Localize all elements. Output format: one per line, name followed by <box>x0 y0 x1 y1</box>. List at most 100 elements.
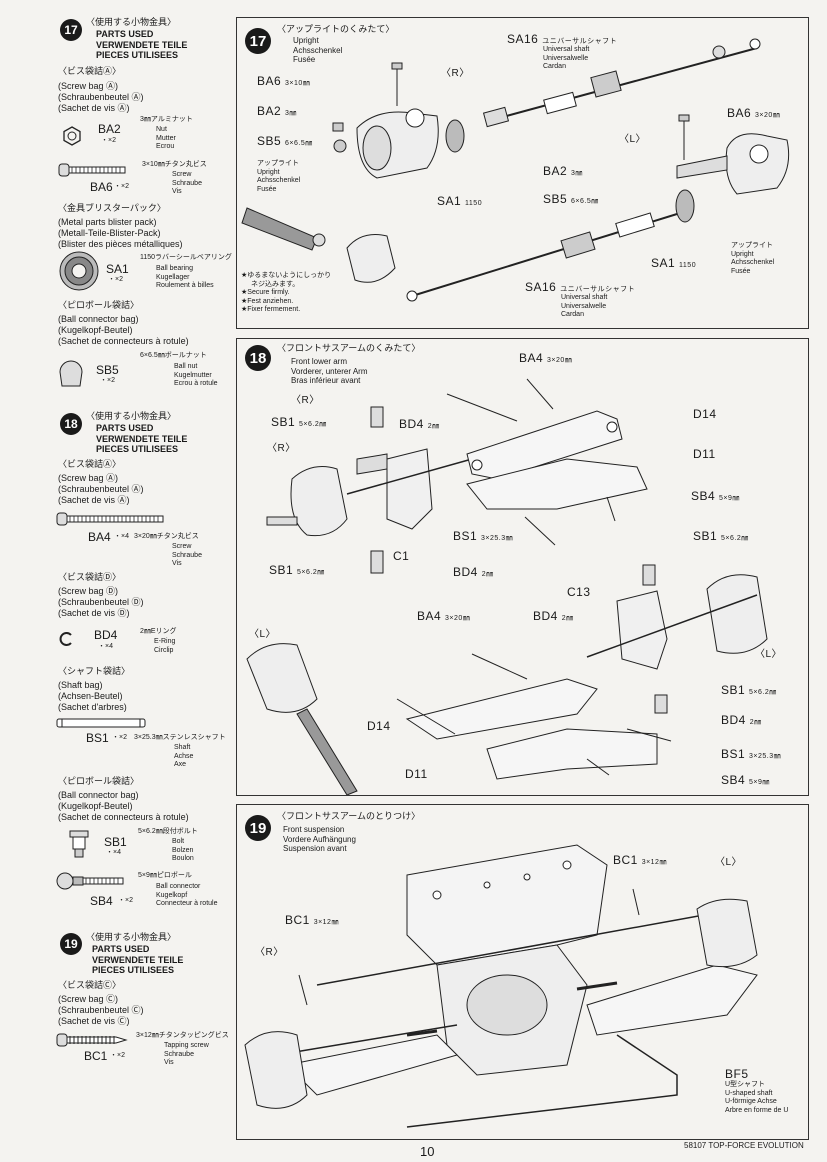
label-bc1-r: BC1 3×12㎜ <box>285 913 339 927</box>
label-bd4: BD4 2㎜ <box>399 417 440 431</box>
label-bs1-l: BS1 3×25.3㎜ <box>721 747 782 761</box>
label-sa16-l: SA16 ユニバーサルシャフト <box>525 280 636 294</box>
part-ba4-code: BA4 <box>88 530 111 544</box>
label-l: 〈L〉 <box>715 857 743 868</box>
part-sb5-code: SB5 <box>96 363 119 377</box>
label-ba6: BA6 3×10㎜ <box>257 74 311 88</box>
part-sb1-qty: ・×4 <box>106 849 121 856</box>
long-screw-icon <box>56 511 166 527</box>
label-sb1-l: SB1 5×6.2㎜ <box>693 529 749 543</box>
part-ba2-code: BA2 <box>98 122 121 136</box>
label-d11: D11 <box>693 447 716 461</box>
step-19-badge: 19 <box>60 933 82 955</box>
screw-bag-a-label: 〈ビス袋詰Ⓐ〉 (Screw bag Ⓐ) (Schraubenbeutel Ⓐ… <box>58 66 144 113</box>
part-bc1-qty: ・×2 <box>110 1052 125 1059</box>
part-sa1-code: SA1 <box>106 262 129 276</box>
part-sa1-qty: ・×2 <box>108 276 123 283</box>
step-19-number: 19 <box>245 815 271 841</box>
label-d11-l: D11 <box>405 767 428 781</box>
label-sa1-r: SA1 1150 <box>437 194 483 208</box>
label-ba2: BA2 3㎜ <box>257 104 297 118</box>
label-r: 〈R〉 <box>267 443 296 454</box>
step-18-badge: 18 <box>60 413 82 435</box>
part-sb5-qty: ・×2 <box>100 377 115 384</box>
label-r: 〈R〉 <box>255 947 284 958</box>
label-l: 〈L〉 <box>249 629 277 640</box>
label-sb1-r2: SB1 5×6.2㎜ <box>269 563 325 577</box>
part-bd4-qty: ・×4 <box>98 643 113 650</box>
part-bd4-jp: 2㎜Eリング <box>140 628 177 635</box>
label-sb4: SB4 5×9㎜ <box>691 489 740 503</box>
part-ba4-jp: 3×20㎜チタン丸ビス <box>134 533 199 540</box>
part-ba6-jp: 3×10㎜チタン丸ビス <box>142 161 207 168</box>
ball-connector-bag-label: 〈ピロボール袋詰〉 (Ball connector bag) (Kugelkop… <box>58 300 189 346</box>
shaft-icon <box>56 716 148 730</box>
part-bs1-code: BS1 <box>86 731 109 745</box>
part-bs1-qty: ・×2 <box>112 734 127 741</box>
metal-pack-label: 〈金具ブリスターパック〉 (Metal parts blister pack) … <box>58 203 183 249</box>
secure-note: ★ゆるまないようにしっかりネジ込みます。 ★Secure firmly.★Fes… <box>241 272 332 313</box>
parts-header-jp: 〈使用する小物金具〉 <box>86 17 177 27</box>
label-sb5: SB5 6×6.5㎜ <box>257 134 313 148</box>
parts-header-jp: 〈使用する小物金具〉 <box>86 411 177 421</box>
label-l: 〈L〉 <box>619 134 647 145</box>
label-ba6-l: BA6 3×20㎜ <box>727 106 781 120</box>
label-ba2-l: BA2 3㎜ <box>543 164 583 178</box>
part-bs1-jp: 3×25.3㎜ステンレスシャフト <box>134 734 226 741</box>
ball-connector-bag-label: 〈ピロボール袋詰〉 (Ball connector bag) (Kugelkop… <box>58 776 189 822</box>
step-17-drawing <box>241 38 790 302</box>
label-sb5-l: SB5 6×6.5㎜ <box>543 192 599 206</box>
part-sa1-jp: 1150ラバーシールベアリング <box>140 254 232 261</box>
label-bf5: BF5 <box>725 1067 749 1081</box>
label-c1: C1 <box>393 549 410 563</box>
part-ba6-qty: ・×2 <box>114 183 129 190</box>
label-d14-l: D14 <box>367 719 391 733</box>
label-ba4-l: BA4 3×20㎜ <box>417 609 471 623</box>
step-17-badge: 17 <box>60 19 82 41</box>
label-bd4-l: BD4 2㎜ <box>533 609 574 623</box>
nut-icon <box>62 126 82 146</box>
part-ba4-qty: ・×4 <box>114 533 129 540</box>
part-sb5-jp: 6×6.5㎜ボールナット <box>140 352 207 359</box>
bearing-icon <box>58 250 100 292</box>
label-sa1-l: SA1 1150 <box>651 256 697 270</box>
part-sb4-code: SB4 <box>90 894 113 908</box>
part-bc1-code: BC1 <box>84 1049 108 1063</box>
screw-bag-d-label: 〈ビス袋詰Ⓓ〉 (Screw bag Ⓓ) (Schraubenbeutel Ⓓ… <box>58 572 144 618</box>
label-l-right: 〈L〉 <box>755 649 783 660</box>
step-19-title-jp: 〈フロントサスアームのとりつけ〉 <box>277 811 421 821</box>
step-18-drawing <box>246 378 768 795</box>
step-bolt-icon <box>68 830 90 858</box>
e-ring-icon <box>58 631 74 647</box>
part-sb1-jp: 5×6.2㎜段付ボルト <box>138 828 198 835</box>
page-number: 10 <box>420 1144 435 1159</box>
shaft-bag-label: 〈シャフト袋詰〉 (Shaft bag) (Achsen-Beutel) (Sa… <box>58 666 131 712</box>
label-sb4-l: SB4 5×9㎜ <box>721 773 770 787</box>
screw-icon <box>58 162 128 178</box>
tapping-screw-icon <box>56 1032 136 1048</box>
parts-header-jp: 〈使用する小物金具〉 <box>86 932 177 942</box>
part-bc1-jp: 3×12㎜チタンタッピングビス <box>136 1032 229 1039</box>
part-ba2-qty: ・×2 <box>101 137 116 144</box>
label-sb1: SB1 5×6.2㎜ <box>271 415 327 429</box>
step-18-title-jp: 〈フロントサスアームのくみたて〉 <box>277 343 421 353</box>
label-bc1-l: BC1 3×12㎜ <box>613 853 667 867</box>
part-ba6-code: BA6 <box>90 180 113 194</box>
